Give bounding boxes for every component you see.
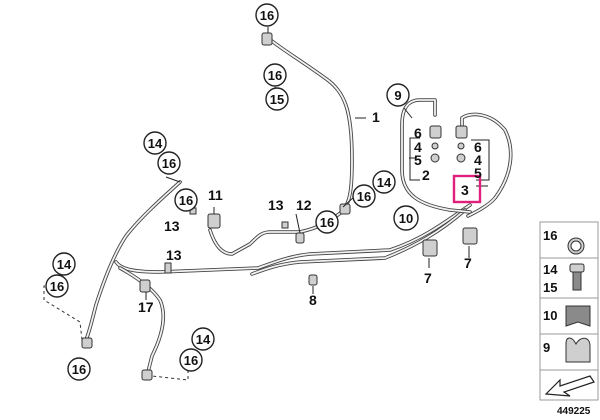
label-12: 12 <box>296 197 312 213</box>
label-2: 2 <box>422 167 430 183</box>
label-3: 3 <box>461 182 469 198</box>
highlight-box-3 <box>452 174 482 204</box>
legend-clip-9-icon <box>565 337 591 363</box>
washer-4b <box>457 142 465 150</box>
fitting-16-bottom <box>141 369 153 381</box>
callout-9: 9 <box>386 83 410 107</box>
legend-label-9: 9 <box>543 340 550 355</box>
callout-16-right1: 16 <box>352 184 376 208</box>
label-13b: 13 <box>268 197 284 213</box>
label-5b: 5 <box>474 165 482 181</box>
callout-14-left: 14 <box>143 131 167 155</box>
image-number: 449225 <box>557 406 591 417</box>
callout-16-top: 16 <box>255 3 279 27</box>
svg-text:14: 14 <box>57 257 72 272</box>
label-1: 1 <box>372 109 380 125</box>
svg-text:16: 16 <box>320 215 334 230</box>
bracket-7a <box>422 239 438 257</box>
callout-16-left: 16 <box>157 151 181 175</box>
callout-10: 10 <box>393 205 419 231</box>
label-8: 8 <box>309 292 317 308</box>
small-parts <box>81 32 478 381</box>
washer-5b <box>456 153 466 163</box>
bracket-7b <box>462 227 478 245</box>
legend-label-14: 14 <box>543 262 558 277</box>
fitting-16-left <box>81 337 93 349</box>
fitting-17 <box>139 279 151 293</box>
label-13a: 13 <box>164 218 180 234</box>
legend-arrow-icon <box>544 375 595 397</box>
bolt-11 <box>207 213 221 229</box>
callout-14-bottom-left: 14 <box>52 252 76 276</box>
label-7b: 7 <box>464 255 472 271</box>
legend-clip-10-icon <box>565 305 591 327</box>
svg-text:16: 16 <box>357 189 371 204</box>
svg-text:14: 14 <box>377 175 392 190</box>
svg-text:16: 16 <box>268 68 282 83</box>
callouts-circled: 16 16 15 9 14 16 16 14 16 16 10 14 16 16… <box>45 3 419 381</box>
fitting-top <box>261 32 273 46</box>
washer-5a <box>430 153 440 163</box>
label-13c: 13 <box>166 247 182 263</box>
svg-text:16: 16 <box>260 8 274 23</box>
legend-label-10: 10 <box>543 308 557 323</box>
callout-16-bottom-left2: 16 <box>67 357 91 381</box>
brake-pipes <box>84 36 513 374</box>
clip-8 <box>308 274 318 286</box>
svg-text:16: 16 <box>50 279 64 294</box>
callout-14-bottom-mid: 14 <box>191 327 215 351</box>
svg-text:14: 14 <box>196 332 211 347</box>
fitting-1 <box>339 203 351 215</box>
legend-cell-16 <box>539 221 599 259</box>
label-4b: 4 <box>474 152 482 168</box>
legend-bolt-icon <box>569 263 585 273</box>
svg-text:14: 14 <box>148 136 163 151</box>
legend-cell-14-15 <box>539 257 599 299</box>
svg-text:16: 16 <box>184 353 198 368</box>
svg-text:15: 15 <box>270 92 284 107</box>
svg-text:16: 16 <box>179 193 193 208</box>
svg-text:16: 16 <box>162 156 176 171</box>
fitting-6b <box>455 125 468 139</box>
callout-16-bottom-mid: 16 <box>179 348 203 372</box>
callout-16-right2: 16 <box>315 210 339 234</box>
callout-14-right: 14 <box>372 170 396 194</box>
callout-15: 15 <box>265 87 289 111</box>
legend-label-15: 15 <box>543 280 557 295</box>
callout-16-mid: 16 <box>174 188 198 212</box>
legend-panel: 16 14 15 10 9 449225 <box>539 221 599 417</box>
label-11: 11 <box>208 187 223 203</box>
label-6b: 6 <box>474 139 482 155</box>
svg-text:9: 9 <box>394 88 401 103</box>
bolt-13c <box>164 262 172 274</box>
label-6a: 6 <box>414 125 422 141</box>
label-7a: 7 <box>424 270 432 286</box>
svg-text:10: 10 <box>399 211 413 226</box>
fitting-6a <box>429 125 442 139</box>
legend-label-16: 16 <box>543 228 557 243</box>
label-17: 17 <box>138 299 154 315</box>
plain-labels: 1 6 4 5 2 6 4 5 3 11 13 12 13 13 7 7 8 1… <box>138 109 482 315</box>
pipe-3 <box>460 112 513 218</box>
label-4a: 4 <box>414 139 422 155</box>
clip-12 <box>295 232 305 244</box>
callout-16-b: 16 <box>263 63 287 87</box>
callout-16-bottom-left: 16 <box>45 274 69 298</box>
label-5a: 5 <box>414 152 422 168</box>
svg-text:16: 16 <box>72 362 86 377</box>
bolt-13b <box>281 221 289 229</box>
washer-4a <box>431 142 439 150</box>
pipe-1 <box>266 36 354 212</box>
